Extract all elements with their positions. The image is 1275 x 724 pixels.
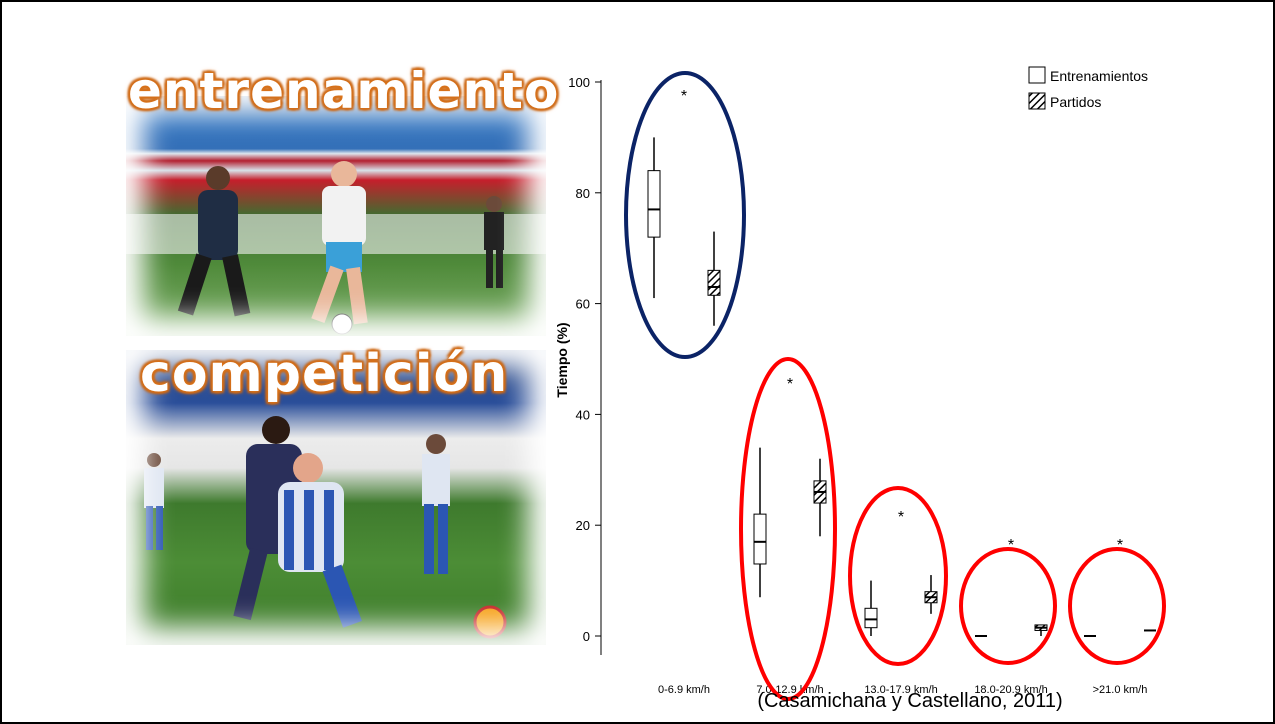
coach [484, 196, 504, 288]
player-background-left [144, 453, 164, 550]
legend-label-partidos: Partidos [1050, 94, 1101, 110]
box-entrenamientos [753, 513, 767, 565]
highlight-ellipse [624, 71, 746, 359]
training-photo [126, 96, 546, 336]
training-photo-figures [126, 161, 546, 335]
box-partidos [707, 269, 721, 296]
highlight-ellipse [1068, 547, 1166, 665]
ball [331, 313, 353, 335]
significance-markers: * * * * * [681, 88, 1123, 554]
competition-label: competición [140, 344, 509, 404]
box-entrenamientos [647, 170, 661, 238]
legend-swatch-partidos [1028, 92, 1046, 110]
boxes [647, 137, 1156, 637]
significance-star: * [787, 376, 793, 393]
significance-star: * [1117, 537, 1123, 554]
y-tick-label: 0 [583, 629, 590, 644]
player-blue-white [278, 453, 362, 628]
training-label: entrenamiento [128, 62, 560, 120]
significance-star: * [1008, 537, 1014, 554]
y-tick-label: 40 [576, 407, 590, 422]
legend: Entrenamientos Partidos [1028, 66, 1148, 110]
x-tick-label: 13.0-17.9 km/h [864, 684, 937, 696]
match-ball [473, 605, 507, 639]
legend-swatch-entrenamientos [1028, 66, 1046, 84]
player-dark [233, 416, 302, 621]
citation: (Casamichana y Castellano, 2011) [757, 690, 1063, 712]
highlight-ellipse [959, 547, 1057, 665]
x-tick-label: >21.0 km/h [1093, 684, 1148, 696]
legend-label-entrenamientos: Entrenamientos [1050, 68, 1148, 84]
x-tick-label: 0-6.9 km/h [658, 684, 710, 696]
y-ticks: 0 20 40 60 80 100 [568, 75, 601, 644]
y-axis-label: Tiempo (%) [554, 322, 570, 397]
significance-star: * [681, 88, 687, 105]
player-left [177, 166, 251, 317]
highlight-ellipse [739, 357, 837, 701]
highlight-ellipse [848, 486, 948, 666]
y-tick-label: 100 [568, 75, 590, 90]
box-entrenamientos [864, 607, 878, 629]
significance-star: * [898, 509, 904, 526]
player-background-right [422, 434, 450, 574]
y-tick-label: 20 [576, 518, 590, 533]
y-tick-label: 80 [576, 186, 590, 201]
player-right [311, 161, 368, 325]
x-tick-label: 18.0-20.9 km/h [974, 684, 1047, 696]
y-tick-label: 60 [576, 297, 590, 312]
highlight-ellipses [624, 71, 1166, 701]
match-photo [126, 350, 546, 645]
match-photo-figures [144, 416, 507, 639]
